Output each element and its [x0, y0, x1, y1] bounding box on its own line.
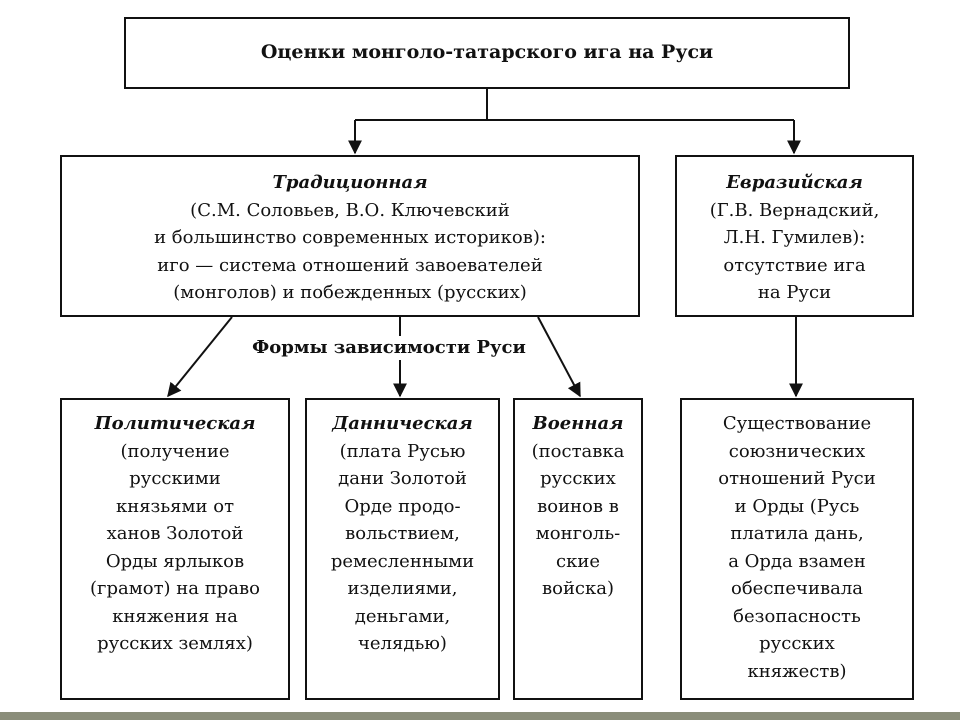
political-line: ханов Золотой — [106, 523, 244, 544]
bottom-edge-band — [0, 712, 960, 720]
eurasian-line: (Г.В. Вернадский, — [709, 199, 880, 221]
alliance-line: княжеств) — [747, 660, 847, 682]
tribute-dependence-box: Данническая (плата Русью дани Золотой Ор… — [305, 398, 500, 700]
diagram-title-box: Оценки монголо-татарского ига на Руси — [124, 17, 850, 89]
traditional-line: (С.М. Соловьев, В.О. Ключевский — [190, 199, 510, 221]
arrow-to-military — [537, 316, 581, 398]
alliance-line: русских — [759, 633, 835, 654]
traditional-line: иго — система отношений завоевателей — [157, 254, 543, 276]
political-line: князьями от — [115, 495, 235, 517]
tribute-line: дани Золотой — [338, 468, 467, 489]
alliance-line: а Орда взамен — [728, 550, 866, 572]
political-line: (получение — [120, 440, 230, 462]
military-line: ские — [556, 550, 600, 572]
alliance-line: и Орды (Русь — [734, 495, 860, 517]
tribute-line: челядью) — [358, 633, 447, 654]
tribute-line: ремесленными — [330, 550, 475, 572]
traditional-line: и большинство современных историков): — [154, 227, 546, 248]
forms-of-dependence-label: Формы зависимости Руси — [234, 336, 544, 360]
military-line: войска) — [541, 578, 615, 599]
eurasian-line: Л.Н. Гумилев): — [723, 227, 866, 248]
tribute-line: деньгами, — [354, 605, 451, 627]
alliance-line: обеспечивала — [731, 578, 863, 599]
eurasian-line: на Руси — [757, 282, 832, 303]
political-dependence-box: Политическая (получение русскими князьям… — [60, 398, 290, 700]
political-line: Орды ярлыков — [105, 550, 245, 572]
alliance-line: безопасность — [733, 605, 861, 627]
alliance-line: платила дань, — [730, 523, 864, 544]
military-line: (поставка — [531, 440, 625, 462]
alliance-line: отношений Руси — [718, 468, 876, 489]
tribute-line: вольствием, — [345, 523, 460, 544]
eurasian-view-box: Евразийская (Г.В. Вернадский, Л.Н. Гумил… — [675, 155, 914, 317]
traditional-view-box: Традиционная (С.М. Соловьев, В.О. Ключев… — [60, 155, 640, 317]
tribute-heading: Данническая — [332, 413, 473, 434]
alliance-line: союзнических — [728, 440, 866, 462]
political-line: (грамот) на право — [90, 578, 260, 599]
traditional-heading: Традиционная — [272, 172, 428, 193]
political-heading: Политическая — [94, 413, 256, 434]
alliance-line: Существование — [722, 413, 872, 434]
tribute-line: (плата Русью — [339, 440, 466, 462]
traditional-line: (монголов) и побежденных (русских) — [173, 282, 527, 303]
political-line: русскими — [129, 468, 221, 489]
military-line: воинов в — [537, 495, 619, 517]
military-dependence-box: Военная (поставка русских воинов в монго… — [513, 398, 643, 700]
diagram-title: Оценки монголо-татарского ига на Руси — [260, 41, 714, 64]
eurasian-heading: Евразийская — [726, 172, 863, 193]
military-line: монголь- — [535, 523, 621, 544]
alliance-relations-box: Существование союзнических отношений Рус… — [680, 398, 914, 700]
arrow-to-political — [167, 316, 233, 398]
political-line: княжения на — [112, 605, 238, 627]
eurasian-line: отсутствие ига — [723, 254, 866, 276]
political-line: русских землях) — [97, 633, 253, 654]
military-heading: Военная — [532, 413, 624, 434]
military-line: русских — [540, 468, 616, 489]
tribute-line: Орде продо- — [344, 495, 461, 517]
tribute-line: изделиями, — [347, 578, 458, 599]
